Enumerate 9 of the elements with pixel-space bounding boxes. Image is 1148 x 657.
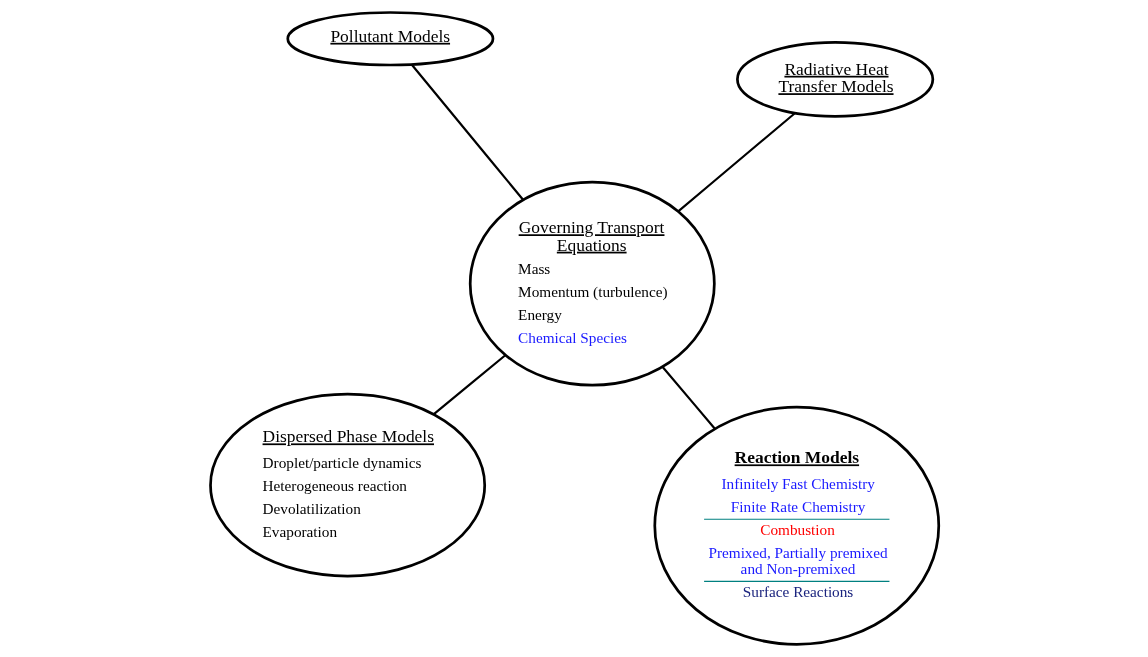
connector [661, 366, 715, 430]
connector [432, 354, 506, 415]
node-ellipse: Reaction Models Infinitely Fast Chemistry Finite Rate Chemistry Combustion Premixed, Partially premixed and Non-premixed Surface Reactions [652, 405, 940, 646]
node-ellipse: Governing Transport Equations Mass Momentum (turbulence) Energy Chemical Species [468, 180, 716, 387]
connector [677, 112, 796, 213]
node-ellipse: Dispersed Phase Models Droplet/particle dynamics Heterogeneous reaction Devolatilization Evaporation [208, 392, 486, 578]
node-ellipse: Pollutant Models [285, 11, 494, 67]
node-ellipse: Radiative Heat Transfer Models [735, 41, 934, 118]
connector [410, 63, 524, 201]
